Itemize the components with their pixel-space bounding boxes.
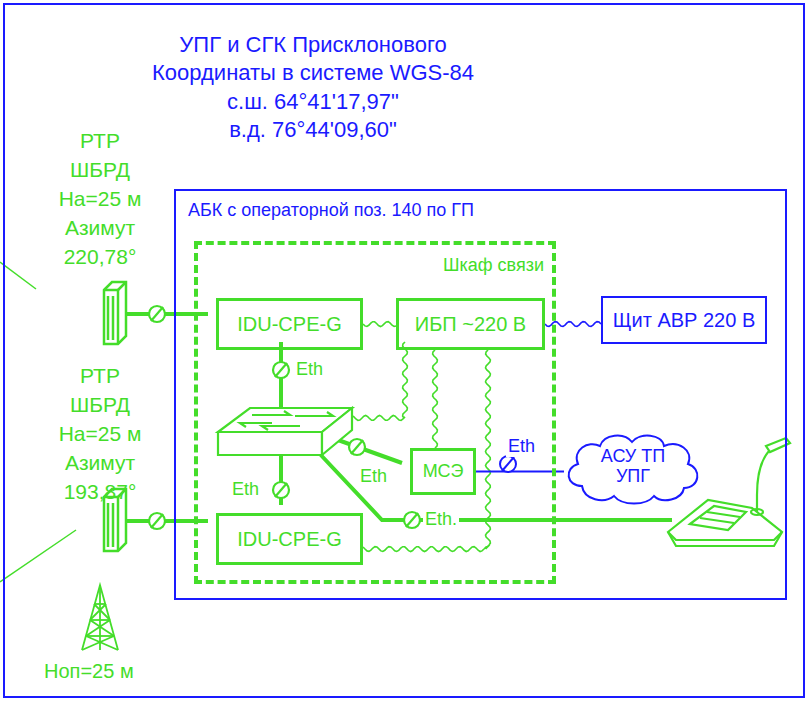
- box-label: ИБП ~220 В: [415, 313, 526, 336]
- cabinet-box: Шкаф связиIDU-CPE-G ИБП ~220 В МСЭ IDU-CPE-…: [194, 241, 556, 584]
- radio-unit-box: IDU-CPE-G: [216, 298, 363, 350]
- site-frame: УПГ и СГК ПрисклоновогоКоординаты в сист…: [3, 3, 805, 698]
- antenna-label: РТР ШБРД На=25 м Азимут 220,78°: [52, 126, 148, 271]
- box-label: IDU-CPE-G: [237, 313, 341, 336]
- power-line: [363, 350, 490, 552]
- port-label: Eth: [230, 479, 261, 500]
- connector-symbol: [149, 513, 165, 529]
- site-heading: УПГ и СГК Присклонового: [5, 32, 621, 58]
- data-line: [476, 471, 564, 473]
- firewall-box: МСЭ: [410, 448, 476, 495]
- edge-label: Eth: [506, 436, 537, 457]
- antenna-symbol: [104, 282, 126, 344]
- cloud-node: АСУ ТП УПГ: [562, 430, 704, 504]
- leader-line: [0, 262, 36, 289]
- radio-unit-box: IDU-CPE-G: [216, 513, 363, 565]
- leader-line: [0, 530, 76, 582]
- group-heading: АБК с операторной поз. 140 по ГП: [188, 200, 474, 221]
- box-label: Щит АВР 220 В: [613, 309, 755, 332]
- site-heading: Координаты в системе WGS-84: [5, 60, 621, 86]
- box-label: АСУ ТП УПГ: [593, 447, 673, 487]
- connector-symbol: [500, 456, 516, 472]
- box-label: МСЭ: [423, 461, 464, 482]
- group-heading: Шкаф связи: [198, 255, 544, 276]
- box-label: IDU-CPE-G: [237, 528, 341, 551]
- port-label: Eth.: [423, 509, 459, 530]
- connector-symbol: [273, 482, 289, 498]
- power-panel-box: Щит АВР 220 В: [601, 296, 767, 344]
- site-heading: с.ш. 64°41'17,97": [5, 89, 621, 115]
- connector-symbol: [349, 439, 365, 455]
- power-line: [433, 350, 438, 448]
- port-label: Eth: [358, 466, 389, 487]
- tower-symbol: [82, 585, 118, 650]
- switch-symbol: [218, 408, 352, 455]
- port-label: Eth: [294, 359, 325, 380]
- connector-symbol: [273, 362, 289, 378]
- power-line: [363, 322, 396, 327]
- antenna-label: РТР ШБРД На=25 м Азимут 193,87°: [52, 361, 148, 506]
- tower-height: Ноп=25 м: [44, 660, 134, 683]
- ups-box: ИБП ~220 В: [396, 298, 545, 350]
- building-box: АБК с операторной поз. 140 по ГП Шкаф свя…: [174, 189, 787, 600]
- connector-symbols: [149, 306, 420, 529]
- connector-symbol: [149, 306, 165, 322]
- power-line: [352, 342, 407, 420]
- connector-symbol: [404, 512, 420, 528]
